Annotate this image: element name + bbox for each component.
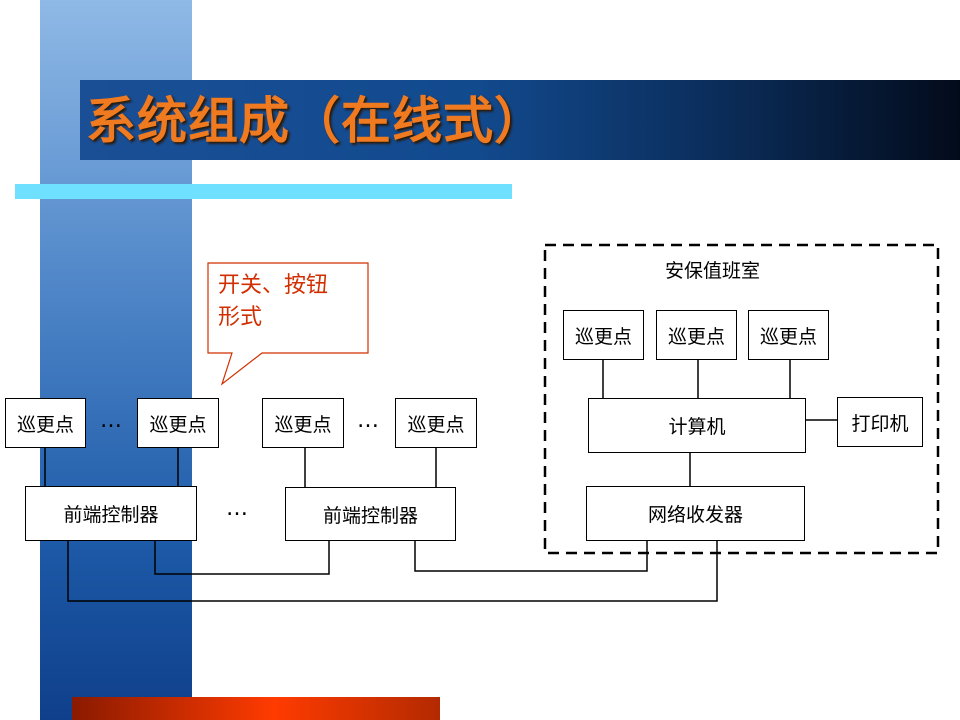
slide-title: 系统组成（在线式） (86, 91, 545, 150)
title-band (80, 80, 960, 160)
computer-node: 计算机 (588, 398, 806, 453)
patrol-point-node: 巡更点 (395, 398, 477, 448)
patrol-point-node: 巡更点 (5, 398, 86, 448)
patrol-point-node: 巡更点 (563, 310, 644, 360)
network-transceiver-node: 网络收发器 (586, 486, 805, 541)
bus-c1-net (67, 541, 718, 602)
bus-c2-net (414, 541, 648, 572)
security-room-boundary (543, 243, 940, 555)
callout-line-2: 形式 (218, 305, 263, 330)
callout-text: 开关、按钮 形式 (218, 270, 366, 334)
ellipsis-1: … (100, 408, 123, 433)
patrol-point-node: 巡更点 (656, 310, 737, 360)
front-controller-node: 前端控制器 (25, 486, 197, 541)
ellipsis-3: … (226, 496, 249, 521)
callout-bubble (207, 262, 369, 386)
front-controller-node: 前端控制器 (285, 487, 456, 541)
security-room-label: 安保值班室 (665, 260, 761, 282)
patrol-point-node: 巡更点 (137, 398, 219, 448)
patrol-point-node: 巡更点 (262, 398, 344, 448)
patrol-point-node: 巡更点 (748, 310, 829, 360)
title-underline-bar (15, 184, 512, 199)
ellipsis-2: … (357, 408, 380, 433)
bus-c1-c2 (154, 541, 330, 575)
callout-line-1: 开关、按钮 (218, 273, 329, 298)
printer-node: 打印机 (837, 397, 923, 447)
bottom-decor-bar (72, 697, 440, 720)
